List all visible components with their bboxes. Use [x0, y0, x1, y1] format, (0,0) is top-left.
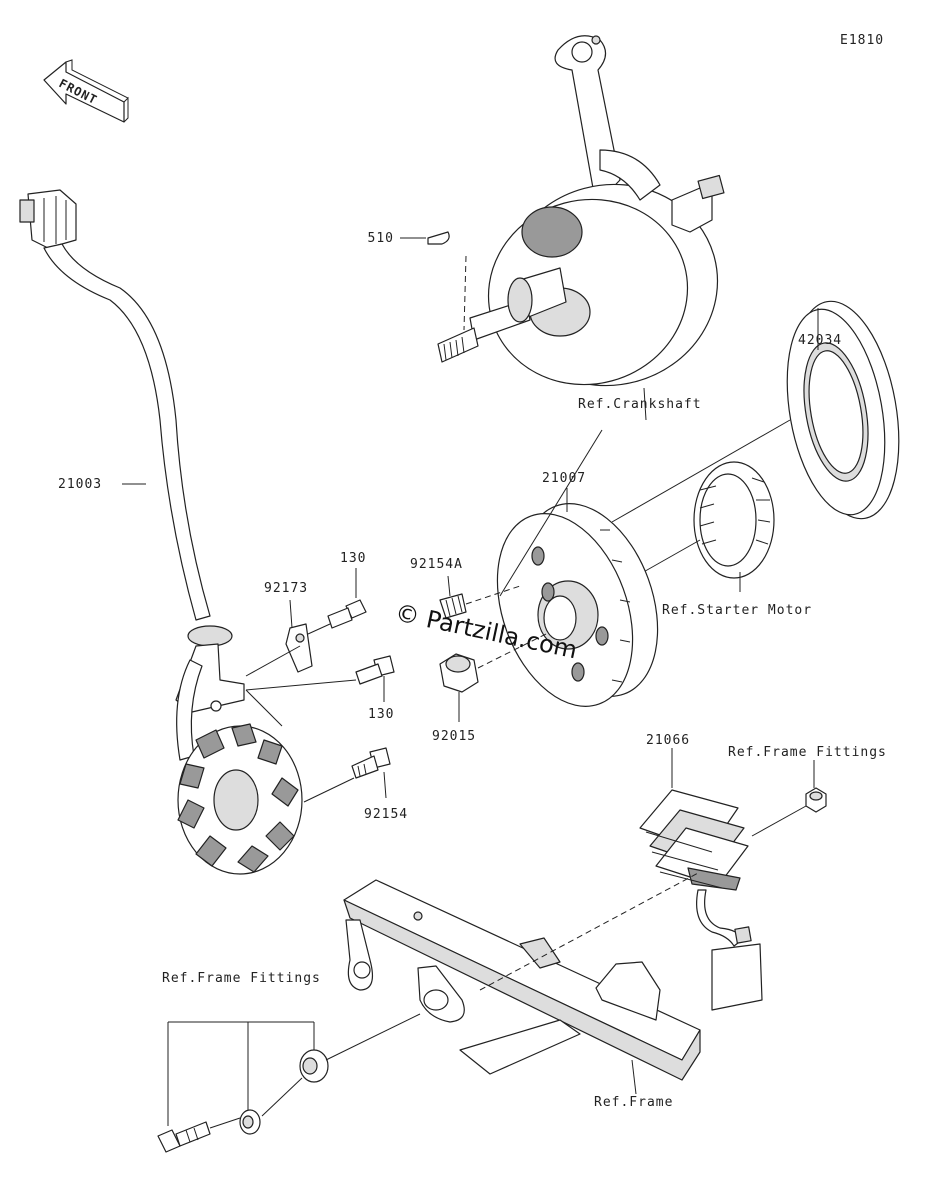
- clamp-92173: [285, 623, 313, 673]
- stator-harness-21003: [19, 189, 303, 875]
- bolt-130-top: [327, 599, 367, 629]
- starter-clutch-gear-42034: [786, 300, 900, 520]
- label-ref-crankshaft: Ref.Crankshaft: [578, 397, 702, 412]
- label-510: 510: [368, 231, 394, 246]
- bolt-92154A: [439, 593, 467, 619]
- label-42034: 42034: [798, 333, 842, 348]
- frame-fittings-left: [157, 1049, 329, 1153]
- nut-92015: [439, 653, 479, 693]
- label-130-top: 130: [340, 551, 366, 566]
- label-ref-frame: Ref.Frame: [594, 1095, 673, 1110]
- diagram-code: E1810: [840, 33, 884, 48]
- label-ref-starter-motor: Ref.Starter Motor: [662, 603, 812, 618]
- front-arrow-icon: FRONT: [43, 59, 129, 123]
- rotor-21007: [496, 503, 659, 707]
- label-130-bottom: 130: [368, 707, 394, 722]
- label-21003: 21003: [58, 477, 102, 492]
- label-21007: 21007: [542, 471, 586, 486]
- label-92154A: 92154A: [410, 557, 463, 572]
- label-92173: 92173: [264, 581, 308, 596]
- bolt-92154: [351, 747, 391, 779]
- bolt-130-bottom: [355, 655, 395, 685]
- starter-one-way-clutch: [693, 461, 775, 579]
- regulator-21066: [639, 789, 763, 1011]
- label-92154: 92154: [364, 807, 408, 822]
- frame-cross-member: [343, 879, 701, 1081]
- woodruff-key: [427, 231, 450, 245]
- frame-nut-right: [805, 787, 827, 813]
- label-92015: 92015: [432, 729, 476, 744]
- label-21066: 21066: [646, 733, 690, 748]
- label-ref-frame-fittings-right: Ref.Frame Fittings: [728, 745, 887, 760]
- label-ref-frame-fittings-left: Ref.Frame Fittings: [162, 971, 321, 986]
- crankshaft-drawing: [437, 35, 725, 387]
